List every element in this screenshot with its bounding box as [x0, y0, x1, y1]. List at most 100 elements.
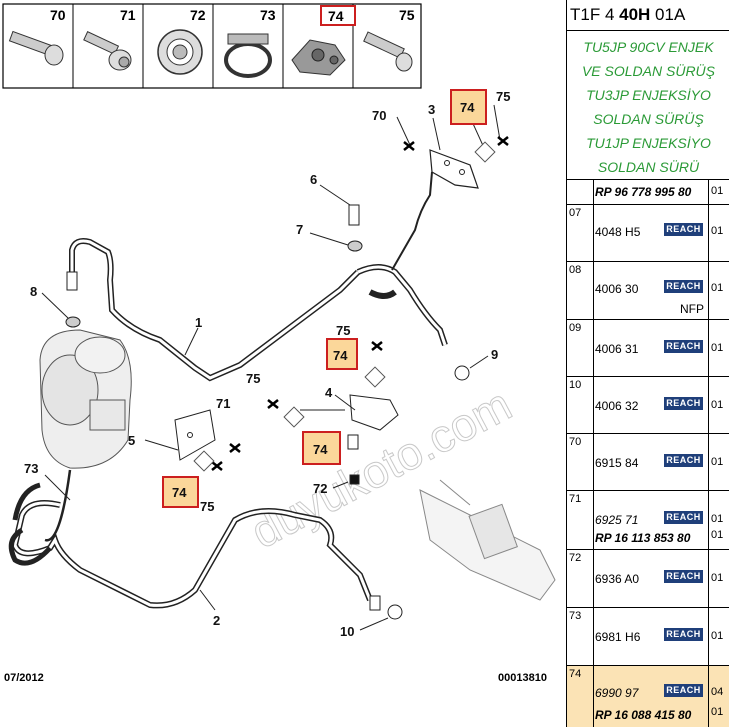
part-quantity-alt: 01 [711, 706, 724, 718]
part-reference: 6936 A0 [595, 572, 640, 586]
part-row[interactable]: 10 4006 32 REACH 01 [567, 377, 729, 434]
thumbnail-strip: 70 71 72 73 [2, 3, 422, 89]
part-reference: 6925 71 [595, 513, 639, 527]
reach-badge[interactable]: REACH [664, 511, 703, 524]
divider [708, 434, 709, 490]
clip-markers [193, 141, 496, 472]
svg-text:74: 74 [460, 100, 475, 115]
callout-74-lower[interactable]: 74 [302, 431, 341, 465]
svg-text:74: 74 [333, 348, 348, 363]
description-line: SOLDAN SÜRÜ [597, 159, 700, 175]
part-row[interactable]: 72 6936 A0 REACH 01 [567, 550, 729, 608]
hose-clip-icon [224, 33, 272, 78]
part-index: 70 [569, 436, 582, 448]
part-row[interactable]: 70 6915 84 REACH 01 [567, 434, 729, 491]
callout-2: 2 [213, 613, 220, 628]
reach-badge[interactable]: REACH [664, 684, 703, 697]
part-index: 72 [569, 552, 582, 564]
callout-74-top[interactable]: 74 [450, 89, 487, 125]
reach-badge[interactable]: REACH [664, 454, 703, 467]
grommet-icon [157, 29, 203, 75]
part-row[interactable]: 71 6925 71 REACH 01 RP 16 113 853 80 01 [567, 491, 729, 550]
callout-70: 70 [372, 108, 386, 123]
part-row[interactable]: 07 4048 H5 REACH 01 [567, 205, 729, 262]
divider [708, 180, 709, 204]
separator [563, 0, 566, 727]
part-quantity: 04 [711, 686, 724, 698]
part-reference: 6981 H6 [595, 630, 641, 644]
part-reference: 4006 32 [595, 399, 639, 413]
part-index: 07 [569, 207, 582, 219]
callout-75: 75 [336, 323, 350, 338]
reach-badge[interactable]: REACH [664, 628, 703, 641]
parts-diagram: 70 71 72 73 [2, 3, 556, 684]
divider [708, 205, 709, 261]
divider [708, 262, 709, 319]
thumbnail-74[interactable]: 74 [291, 5, 356, 76]
thumbnail-number: 74 [328, 8, 344, 24]
thumbnail-72[interactable]: 72 [157, 7, 206, 75]
divider [593, 608, 594, 665]
part-row-highlighted[interactable]: 74 6990 97 REACH 04 RP 16 088 415 80 01 [567, 666, 729, 727]
pipe-1 [69, 238, 448, 382]
part-index: 10 [569, 379, 582, 391]
part-row[interactable]: 08 4006 30 REACH NFP 01 [567, 262, 729, 320]
callout-6: 6 [310, 172, 317, 187]
callout-71: 71 [216, 396, 230, 411]
part-row[interactable]: 73 6981 H6 REACH 01 [567, 608, 729, 666]
part-row[interactable]: RP 96 778 995 80 01 [567, 180, 729, 205]
callout-10: 10 [340, 624, 354, 639]
divider [593, 666, 594, 727]
diagram-code: 00013810 [498, 672, 547, 684]
description-line: VE SOLDAN SÜRÜŞ [581, 63, 716, 79]
part-index: 74 [569, 668, 582, 680]
diagram-date: 07/2012 [4, 672, 44, 684]
reach-badge[interactable]: REACH [664, 340, 703, 353]
part-quantity: 01 [711, 572, 724, 584]
thumbnail-number: 70 [50, 7, 66, 23]
pipe-2 [8, 469, 373, 609]
callout-72: 72 [313, 481, 327, 496]
callout-labels: 1 2 3 4 5 6 7 8 9 10 70 71 72 73 75 75 7… [24, 89, 510, 639]
divider [593, 491, 594, 549]
thumbnail-73[interactable]: 73 [224, 7, 276, 78]
reach-badge[interactable]: REACH [664, 397, 703, 410]
divider [708, 608, 709, 665]
divider [708, 666, 709, 727]
part-index: 08 [569, 264, 582, 276]
svg-text:74: 74 [172, 485, 187, 500]
part-quantity: 01 [711, 282, 724, 294]
flange-bolt-icon [83, 31, 132, 71]
callout-75: 75 [200, 499, 214, 514]
bracket-4 [300, 394, 399, 431]
part-row[interactable]: 09 4006 31 REACH 01 [567, 320, 729, 377]
divider [593, 262, 594, 319]
description-line: TU5JP 90CV ENJEK [583, 39, 714, 55]
thumbnail-71[interactable]: 71 [83, 7, 136, 71]
description-line: SOLDAN SÜRÜŞ [593, 111, 704, 127]
part-reference: RP 96 778 995 80 [595, 185, 692, 199]
reach-badge[interactable]: REACH [664, 280, 703, 293]
callout-75: 75 [496, 89, 510, 104]
divider [708, 320, 709, 376]
callout-74-middle[interactable]: 74 [326, 338, 358, 370]
thumbnail-75[interactable]: 75 [363, 7, 415, 72]
description-line: TU1JP ENJEKSİYO [586, 135, 711, 151]
callout-4: 4 [325, 385, 333, 400]
part-quantity: 01 [711, 225, 724, 237]
callout-3: 3 [428, 102, 435, 117]
bracket-5 [174, 409, 216, 461]
divider [593, 320, 594, 376]
reach-badge[interactable]: REACH [664, 223, 703, 236]
callout-74-left[interactable]: 74 [162, 476, 199, 508]
part-reference: 4006 31 [595, 342, 639, 356]
part-quantity: 01 [711, 513, 724, 525]
callout-7: 7 [296, 222, 303, 237]
part-reference-alt: RP 16 088 415 80 [595, 708, 692, 722]
reach-badge[interactable]: REACH [664, 570, 703, 583]
thumbnail-70[interactable]: 70 [8, 7, 66, 66]
divider [593, 434, 594, 490]
callout-8: 8 [30, 284, 37, 299]
part-quantity: 01 [711, 342, 724, 354]
connectors [65, 204, 470, 620]
